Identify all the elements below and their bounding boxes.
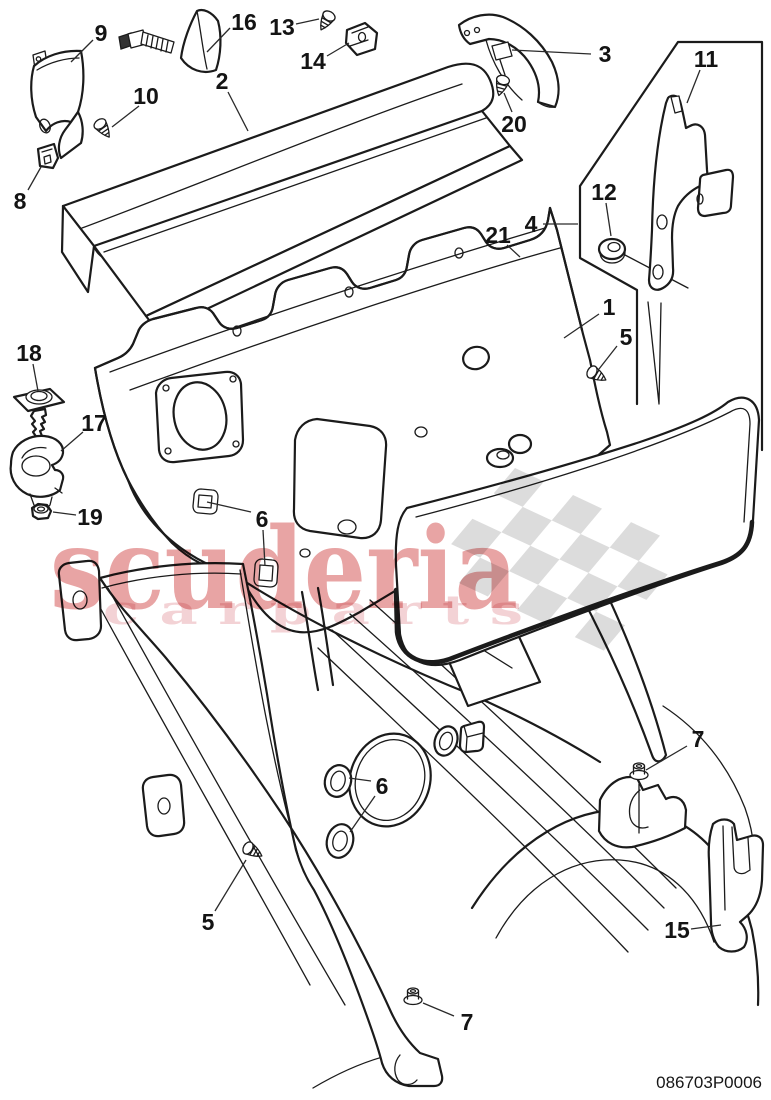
callout-21: 21	[485, 222, 521, 258]
nut-7b	[403, 987, 423, 1006]
callout-label: 10	[133, 83, 159, 109]
callout-11: 11	[686, 46, 719, 104]
callout-label: 7	[461, 1009, 474, 1035]
anchor-clip-part-16	[118, 8, 222, 74]
callout-3: 3	[511, 41, 612, 67]
bracket-11	[647, 94, 735, 291]
callout-label: 5	[202, 909, 215, 935]
callout-label: 4	[525, 211, 538, 237]
slot-clip-6a	[192, 488, 219, 515]
callout-5-top: 5	[598, 324, 633, 370]
grommet-6c	[323, 764, 353, 798]
callout-14: 14	[300, 42, 350, 74]
callout-label: 15	[664, 917, 690, 943]
part-number: 086703P0006	[656, 1073, 762, 1092]
callout-label: 18	[16, 340, 42, 366]
bracket-15	[707, 818, 765, 953]
callout-9: 9	[70, 20, 108, 63]
callout-label: 11	[694, 46, 719, 72]
mount-ear-mid	[141, 773, 186, 838]
callout-19: 19	[52, 504, 103, 530]
callout-label: 17	[81, 410, 107, 436]
callout-label: 19	[77, 504, 103, 530]
callout-label: 20	[501, 111, 527, 137]
clamp-part-17	[9, 434, 65, 510]
callout-7-bottom: 7	[422, 1002, 474, 1035]
callout-13: 13	[269, 14, 320, 40]
clip-8	[36, 142, 60, 170]
callout-20: 20	[501, 92, 527, 137]
callout-6-top: 6	[206, 501, 269, 567]
callout-17: 17	[60, 410, 107, 452]
callout-label: 14	[300, 48, 326, 74]
speaker-opening	[348, 732, 432, 828]
watermark-brand: scuderia	[50, 504, 518, 635]
end-cap-part-3	[457, 13, 560, 109]
mount-ear-top	[57, 559, 103, 642]
callout-label: 3	[599, 41, 612, 67]
grommet-12	[597, 237, 627, 264]
grommet-ring	[433, 720, 486, 757]
screw-20	[491, 73, 512, 98]
callout-4: 4	[525, 211, 578, 237]
slot-clip-6b	[253, 558, 279, 588]
panel-4-outline	[578, 40, 764, 452]
callout-label: 5	[620, 324, 633, 350]
callout-2: 2	[216, 68, 249, 132]
callout-label: 6	[376, 773, 389, 799]
callout-label: 8	[14, 188, 27, 214]
sill-strip-part-2	[60, 62, 524, 334]
checkered-flag	[451, 468, 668, 651]
callout-16: 16	[206, 9, 257, 53]
clip-14	[344, 21, 379, 57]
callout-label: 9	[95, 20, 108, 46]
callout-5-bottom: 5	[202, 859, 247, 935]
callout-label: 21	[485, 222, 511, 248]
screw-13	[314, 8, 338, 34]
push-pin-part-18	[12, 387, 66, 440]
callout-10: 10	[111, 83, 159, 128]
callout-label: 7	[692, 726, 705, 752]
callout-label: 6	[256, 506, 269, 532]
speaker-bracket	[154, 370, 245, 464]
quarter-trim-panel	[57, 559, 444, 1088]
grommet-6d	[325, 823, 355, 859]
callout-label: 16	[231, 9, 257, 35]
watermark-sub: c a r p a r t s	[103, 587, 523, 634]
nut-19	[30, 502, 53, 521]
nut-7a	[629, 762, 649, 781]
callout-6-bottom: 6	[348, 773, 389, 833]
callout-label: 1	[603, 294, 616, 320]
callout-7-top: 7	[645, 726, 705, 771]
foot-bracket	[597, 776, 688, 849]
callout-label: 2	[216, 68, 229, 94]
callout-1: 1	[563, 294, 616, 339]
corner-trim-part-9	[30, 49, 85, 160]
callout-18: 18	[16, 340, 42, 392]
callout-8: 8	[14, 166, 42, 214]
callouts: 9 16 13 14 3 2 10 20 11 8 12 4 21 18 1 5…	[14, 9, 722, 1035]
screw-10	[91, 115, 116, 142]
callout-12: 12	[591, 179, 617, 237]
screw-5-bottom	[240, 839, 266, 863]
callout-label: 12	[591, 179, 617, 205]
callout-15: 15	[664, 917, 722, 943]
callout-label: 13	[269, 14, 295, 40]
